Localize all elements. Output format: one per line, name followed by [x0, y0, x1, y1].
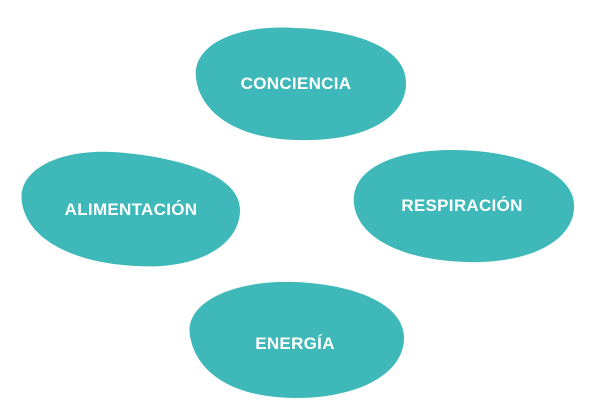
node-energia: ENERGÍA: [189, 281, 404, 398]
label-conciencia: CONCIENCIA: [241, 74, 352, 93]
blob-shape-alimentacion: [21, 151, 240, 267]
label-energia: ENERGÍA: [255, 334, 335, 353]
node-alimentacion: ALIMENTACIÓN: [21, 151, 240, 267]
node-respiracion: RESPIRACIÓN: [353, 150, 575, 263]
label-alimentacion: ALIMENTACIÓN: [65, 200, 198, 219]
node-conciencia: CONCIENCIA: [195, 27, 407, 141]
blob-shape-respiracion: [353, 150, 575, 263]
label-respiracion: RESPIRACIÓN: [401, 196, 522, 215]
blob-shape-conciencia: [195, 27, 407, 141]
blob-shape-energia: [189, 281, 404, 398]
